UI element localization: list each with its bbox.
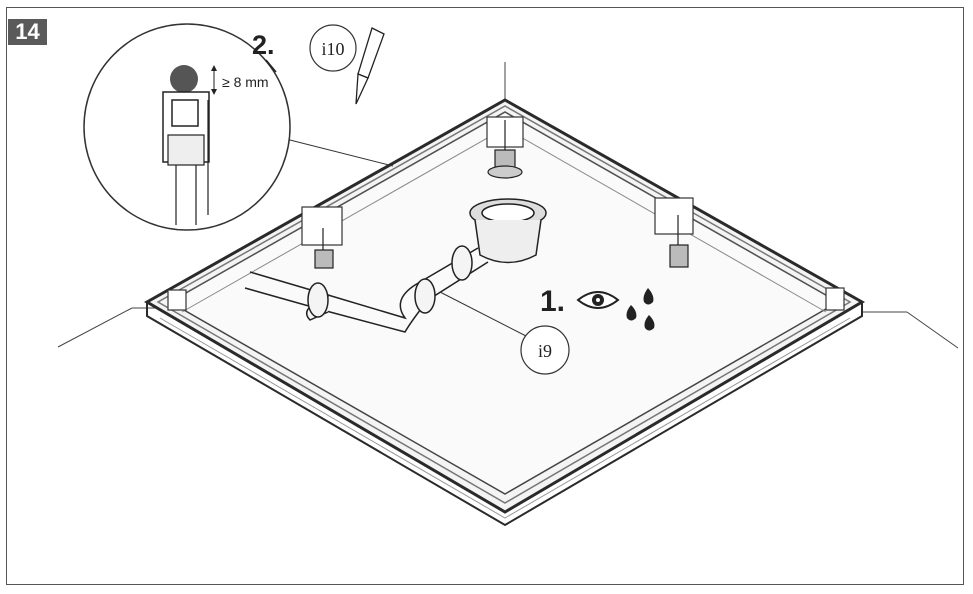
foot-right — [669, 215, 689, 268]
water-drops-icon — [626, 288, 655, 331]
figure-frame — [6, 7, 964, 585]
drain-assembly — [244, 198, 547, 338]
detail-leader-line — [281, 137, 394, 167]
svg-text:i10: i10 — [321, 39, 344, 59]
i9-callout: i9 — [520, 325, 570, 375]
detail-magnifier: ≥ 8 mm — [83, 23, 291, 231]
foot-left — [314, 228, 334, 269]
svg-text:i9: i9 — [538, 341, 552, 361]
step-number-badge: 14 — [8, 19, 47, 45]
seal-bead — [170, 65, 198, 93]
foot-back — [487, 120, 523, 179]
i10-callout: i10 — [309, 24, 357, 72]
sealant-tube-icon — [355, 27, 385, 105]
clearance-label: ≥ 8 mm — [222, 74, 269, 90]
adjustable-feet — [314, 120, 689, 269]
step-2-label: 2. — [252, 30, 275, 60]
eye-icon — [576, 291, 620, 309]
step-1-label: 1. — [540, 285, 565, 318]
wall-brackets — [167, 116, 845, 311]
step-2-pointer — [265, 59, 277, 73]
